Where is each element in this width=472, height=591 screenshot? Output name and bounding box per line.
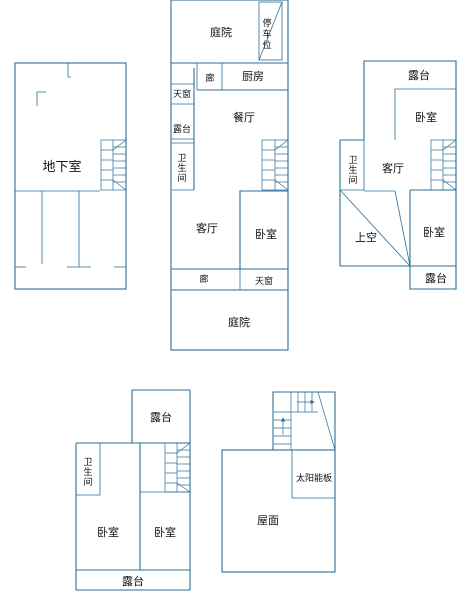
label-corridor-top: 廊 (205, 72, 214, 84)
label-basement: 地下室 (42, 159, 81, 175)
label-terrace-bottom-3f: 露台 (122, 574, 144, 588)
roof-floor-plan: 太阳能板 屋面 (221, 391, 336, 573)
label-solar-panel: 太阳能板 (296, 472, 332, 484)
label-terrace-top-3f: 露台 (150, 410, 172, 424)
void-diagonal-2 (394, 190, 411, 267)
basement-outline (14, 62, 127, 290)
bedroom-top-walls (394, 88, 456, 140)
label-bedroom-right-2f: 卧室 (423, 225, 445, 239)
label-terrace-bottom-2f: 露台 (425, 271, 447, 285)
label-bathroom: 卫 生 间 (177, 154, 186, 184)
label-parking-2: 车 (262, 28, 271, 40)
label-parking: 停 车 位 (262, 17, 271, 51)
basement-wall-corner (36, 91, 46, 106)
label-skylight-bottom: 天窗 (255, 275, 273, 287)
parking-box (258, 1, 283, 61)
label-bedroom-right-3f: 卧室 (154, 525, 176, 539)
label-2f-bathroom-2: 生 (348, 164, 357, 176)
label-bathroom-3: 间 (177, 172, 186, 184)
third-floor-plan: 露台 卫 生 间 卧室 卧室 露台 (75, 389, 191, 591)
label-courtyard-bottom: 庭院 (228, 315, 250, 329)
ground-floor-plan: 庭院 停 车 位 廊 厨房 天窗 露台 餐厅 卫 生 间 客厅 卧室 廊 天窗 … (170, 0, 289, 351)
second-floor-outline (339, 60, 457, 290)
roof-outline (221, 449, 336, 573)
label-bedroom-left-3f: 卧室 (97, 525, 119, 539)
label-bedroom-top: 卧室 (415, 110, 437, 124)
label-bathroom-2: 生 (177, 162, 186, 174)
second-floor-plan: 露台 卧室 卫 生 间 客厅 上空 卧室 露台 (339, 60, 457, 290)
label-bathroom-2f: 卫 生 间 (348, 156, 357, 186)
label-skylight-left: 天窗 (173, 88, 191, 100)
bedroom-walls (239, 190, 288, 269)
bathroom-3f-walls (76, 443, 101, 496)
label-dining: 餐厅 (233, 110, 255, 124)
label-corridor-bottom: 廊 (199, 273, 208, 285)
label-courtyard-top: 庭院 (210, 25, 232, 39)
third-floor-staircase (164, 442, 191, 493)
label-3f-bathroom-1: 卫 (83, 458, 92, 468)
label-living-2f: 客厅 (382, 161, 404, 175)
basement-plan: 地下室 (14, 62, 127, 290)
label-void: 上空 (355, 230, 377, 244)
basement-staircase (100, 139, 127, 191)
label-living: 客厅 (196, 221, 218, 235)
label-kitchen: 厨房 (242, 70, 264, 83)
void-diagonal (339, 189, 411, 267)
solar-panel-box (291, 450, 335, 499)
ground-floor-outline (170, 0, 289, 351)
bathroom-walls (340, 140, 365, 191)
label-2f-bathroom-1: 卫 (348, 156, 357, 166)
stair-enclosure (272, 391, 336, 450)
second-floor-staircase (430, 139, 457, 191)
label-terrace-top: 露台 (408, 68, 430, 82)
label-3f-bathroom-2: 生 (83, 466, 92, 478)
label-bathroom-3f: 卫 生 间 (83, 458, 92, 488)
label-parking-3: 位 (262, 39, 271, 51)
label-bedroom: 卧室 (255, 227, 277, 241)
ground-floor-staircase (261, 139, 289, 191)
label-3f-bathroom-3: 间 (83, 476, 92, 488)
label-parking-1: 停 (262, 17, 271, 29)
basement-wall-stub-2 (67, 74, 71, 78)
label-roof: 屋面 (257, 514, 279, 527)
label-bathroom-1: 卫 (177, 154, 186, 164)
label-terrace: 露台 (173, 123, 191, 135)
third-floor-outline (75, 389, 191, 591)
parking-diagonal (258, 1, 283, 61)
label-2f-bathroom-3: 间 (348, 174, 357, 186)
roof-staircase (274, 391, 336, 451)
